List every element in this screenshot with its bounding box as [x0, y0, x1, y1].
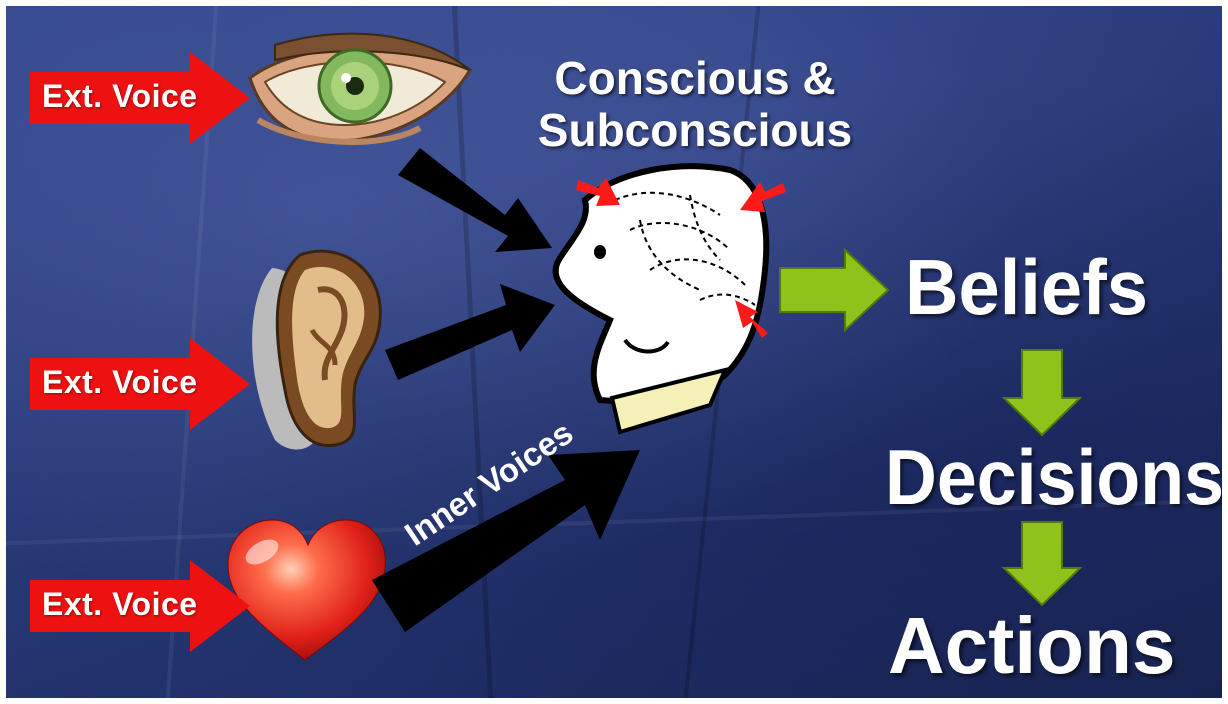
- eye-icon: [250, 34, 470, 142]
- beliefs-to-decisions-arrow: [1004, 350, 1080, 435]
- decisions-label: Decisions: [885, 432, 1224, 523]
- head-to-beliefs-arrow: [780, 250, 888, 330]
- title-line-1: Conscious &: [510, 52, 880, 104]
- ext-voice-arrow-heart: Ext. Voice: [30, 560, 252, 652]
- ext-voice-label: Ext. Voice: [42, 586, 212, 623]
- beliefs-label: Beliefs: [905, 242, 1148, 333]
- head-brain-icon: [556, 166, 786, 432]
- diagram-title: Conscious & Subconscious: [510, 52, 880, 156]
- ext-voice-label: Ext. Voice: [42, 364, 212, 401]
- actions-label: Actions: [888, 600, 1175, 692]
- title-line-2: Subconscious: [510, 104, 880, 156]
- eye-to-head-arrow: [398, 148, 552, 252]
- ext-voice-label: Ext. Voice: [42, 78, 212, 115]
- ear-icon: [252, 251, 380, 449]
- ext-voice-arrow-ear: Ext. Voice: [30, 338, 252, 430]
- ear-to-head-arrow: [385, 284, 555, 380]
- decisions-to-actions-arrow: [1004, 522, 1080, 605]
- ext-voice-arrow-eye: Ext. Voice: [30, 52, 252, 144]
